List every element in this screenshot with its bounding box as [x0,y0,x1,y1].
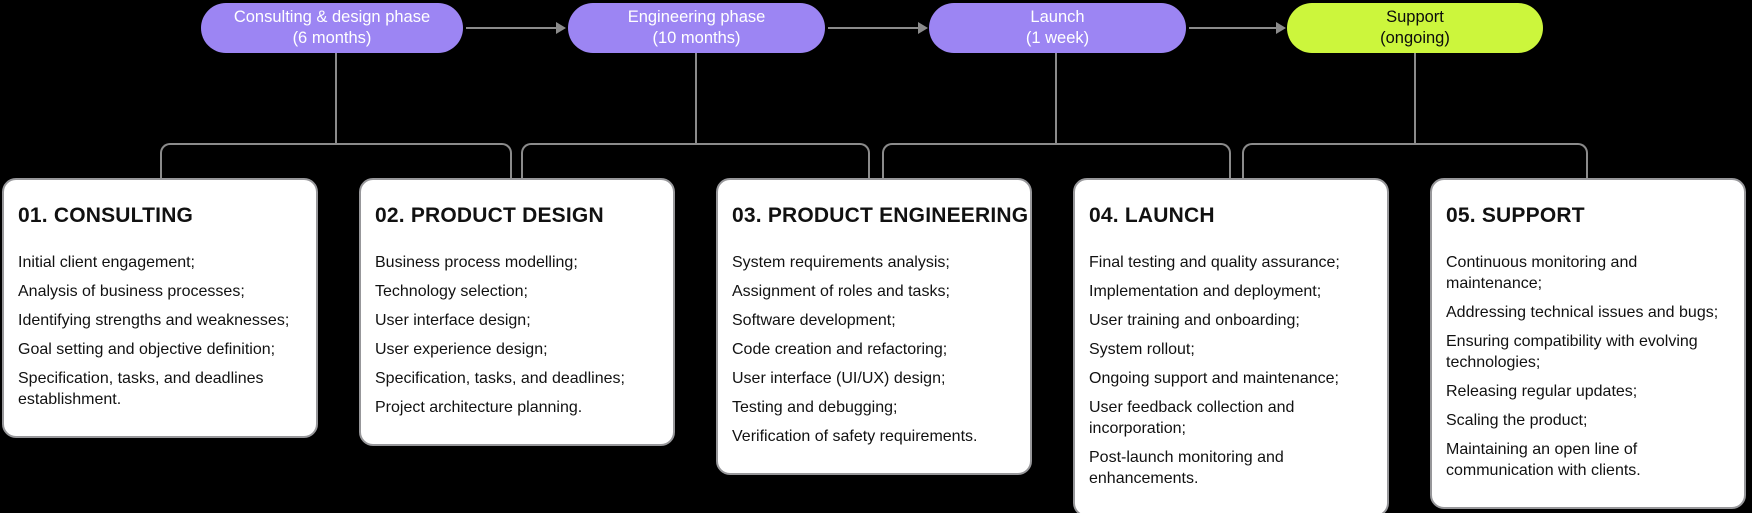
card-item: Initial client engagement; [18,254,195,271]
phase-pill-launch: Launch (1 week) [929,3,1186,53]
card-item: User interface (UI/UX) design; [732,370,946,387]
card-item: Assignment of roles and tasks; [732,283,950,300]
card-support: 05. SUPPORT Continuous monitoring and ma… [1430,178,1746,509]
card-item: System requirements analysis; [732,254,950,271]
card-item: Technology selection; [375,283,528,300]
arrowhead-icon [918,22,928,34]
card-item: Business process modelling; [375,254,578,271]
phase-pill-engineering: Engineering phase (10 months) [568,3,825,53]
arrow-right-icon [828,22,928,34]
card-item: Implementation and deployment; [1089,283,1322,300]
card-item: Releasing regular updates; [1446,383,1638,400]
phase-name: Support [1386,8,1444,26]
card-item: Verification of safety requirements. [732,428,978,445]
card-heading: 03. PRODUCT ENGINEERING [732,204,1029,227]
phase-duration: (6 months) [292,29,372,47]
phase-duration: (ongoing) [1380,29,1450,47]
card-heading: 05. SUPPORT [1446,204,1585,227]
card-item: Maintaining an open line of communicatio… [1446,441,1641,479]
phase-name: Engineering phase [627,8,766,26]
phase-pill-consulting-design: Consulting & design phase (6 months) [201,3,463,53]
phase-pill-support: Support (ongoing) [1287,3,1543,53]
connector-bracket [521,143,870,180]
arrowhead-icon [1276,22,1286,34]
phase-duration: (1 week) [1025,29,1090,47]
card-item: Identifying strengths and weaknesses; [18,312,290,329]
card-item: User training and onboarding; [1089,312,1300,329]
connector-bracket [882,143,1231,180]
card-item: Ongoing support and maintenance; [1089,370,1339,387]
arrow-right-icon [466,22,566,34]
card-item: User interface design; [375,312,531,329]
connector-drop-line [695,53,697,144]
card-heading: 01. CONSULTING [18,204,194,227]
card-item: User feedback collection and incorporati… [1089,399,1295,437]
connector-bracket [1242,143,1588,180]
phase-duration: (10 months) [652,29,741,47]
card-item: Continuous monitoring and maintenance; [1446,254,1638,292]
card-item: Specification, tasks, and deadlines; [375,370,625,387]
card-item: Project architecture planning. [375,399,583,416]
card-item: Specification, tasks, and deadlines esta… [18,370,264,408]
card-item: System rollout; [1089,341,1195,358]
card-item: Scaling the product; [1446,412,1588,429]
card-launch: 04. LAUNCH Final testing and quality ass… [1073,178,1389,513]
card-item: Ensuring compatibility with evolving tec… [1446,333,1698,371]
arrow-right-icon [1189,22,1286,34]
card-item: Software development; [732,312,896,329]
phase-name: Consulting & design phase [233,8,431,26]
connector-bracket [160,143,512,180]
card-item: Code creation and refactoring; [732,341,948,358]
card-product-engineering: 03. PRODUCT ENGINEERING System requireme… [716,178,1032,475]
card-item: Final testing and quality assurance; [1089,254,1340,271]
card-item: Post-launch monitoring and enhancements. [1089,449,1284,487]
card-item: Goal setting and objective definition; [18,341,276,358]
card-product-design: 02. PRODUCT DESIGN Business process mode… [359,178,675,446]
card-item: Addressing technical issues and bugs; [1446,304,1719,321]
card-heading: 02. PRODUCT DESIGN [375,204,604,227]
arrowhead-icon [556,22,566,34]
connector-drop-line [1055,53,1057,144]
card-item: Analysis of business processes; [18,283,245,300]
connector-drop-line [1414,53,1416,144]
card-item: Testing and debugging; [732,399,898,416]
connector-drop-line [335,53,337,144]
card-item: User experience design; [375,341,548,358]
card-consulting: 01. CONSULTING Initial client engagement… [2,178,318,438]
phase-name: Launch [1030,8,1085,26]
card-heading: 04. LAUNCH [1089,204,1215,227]
